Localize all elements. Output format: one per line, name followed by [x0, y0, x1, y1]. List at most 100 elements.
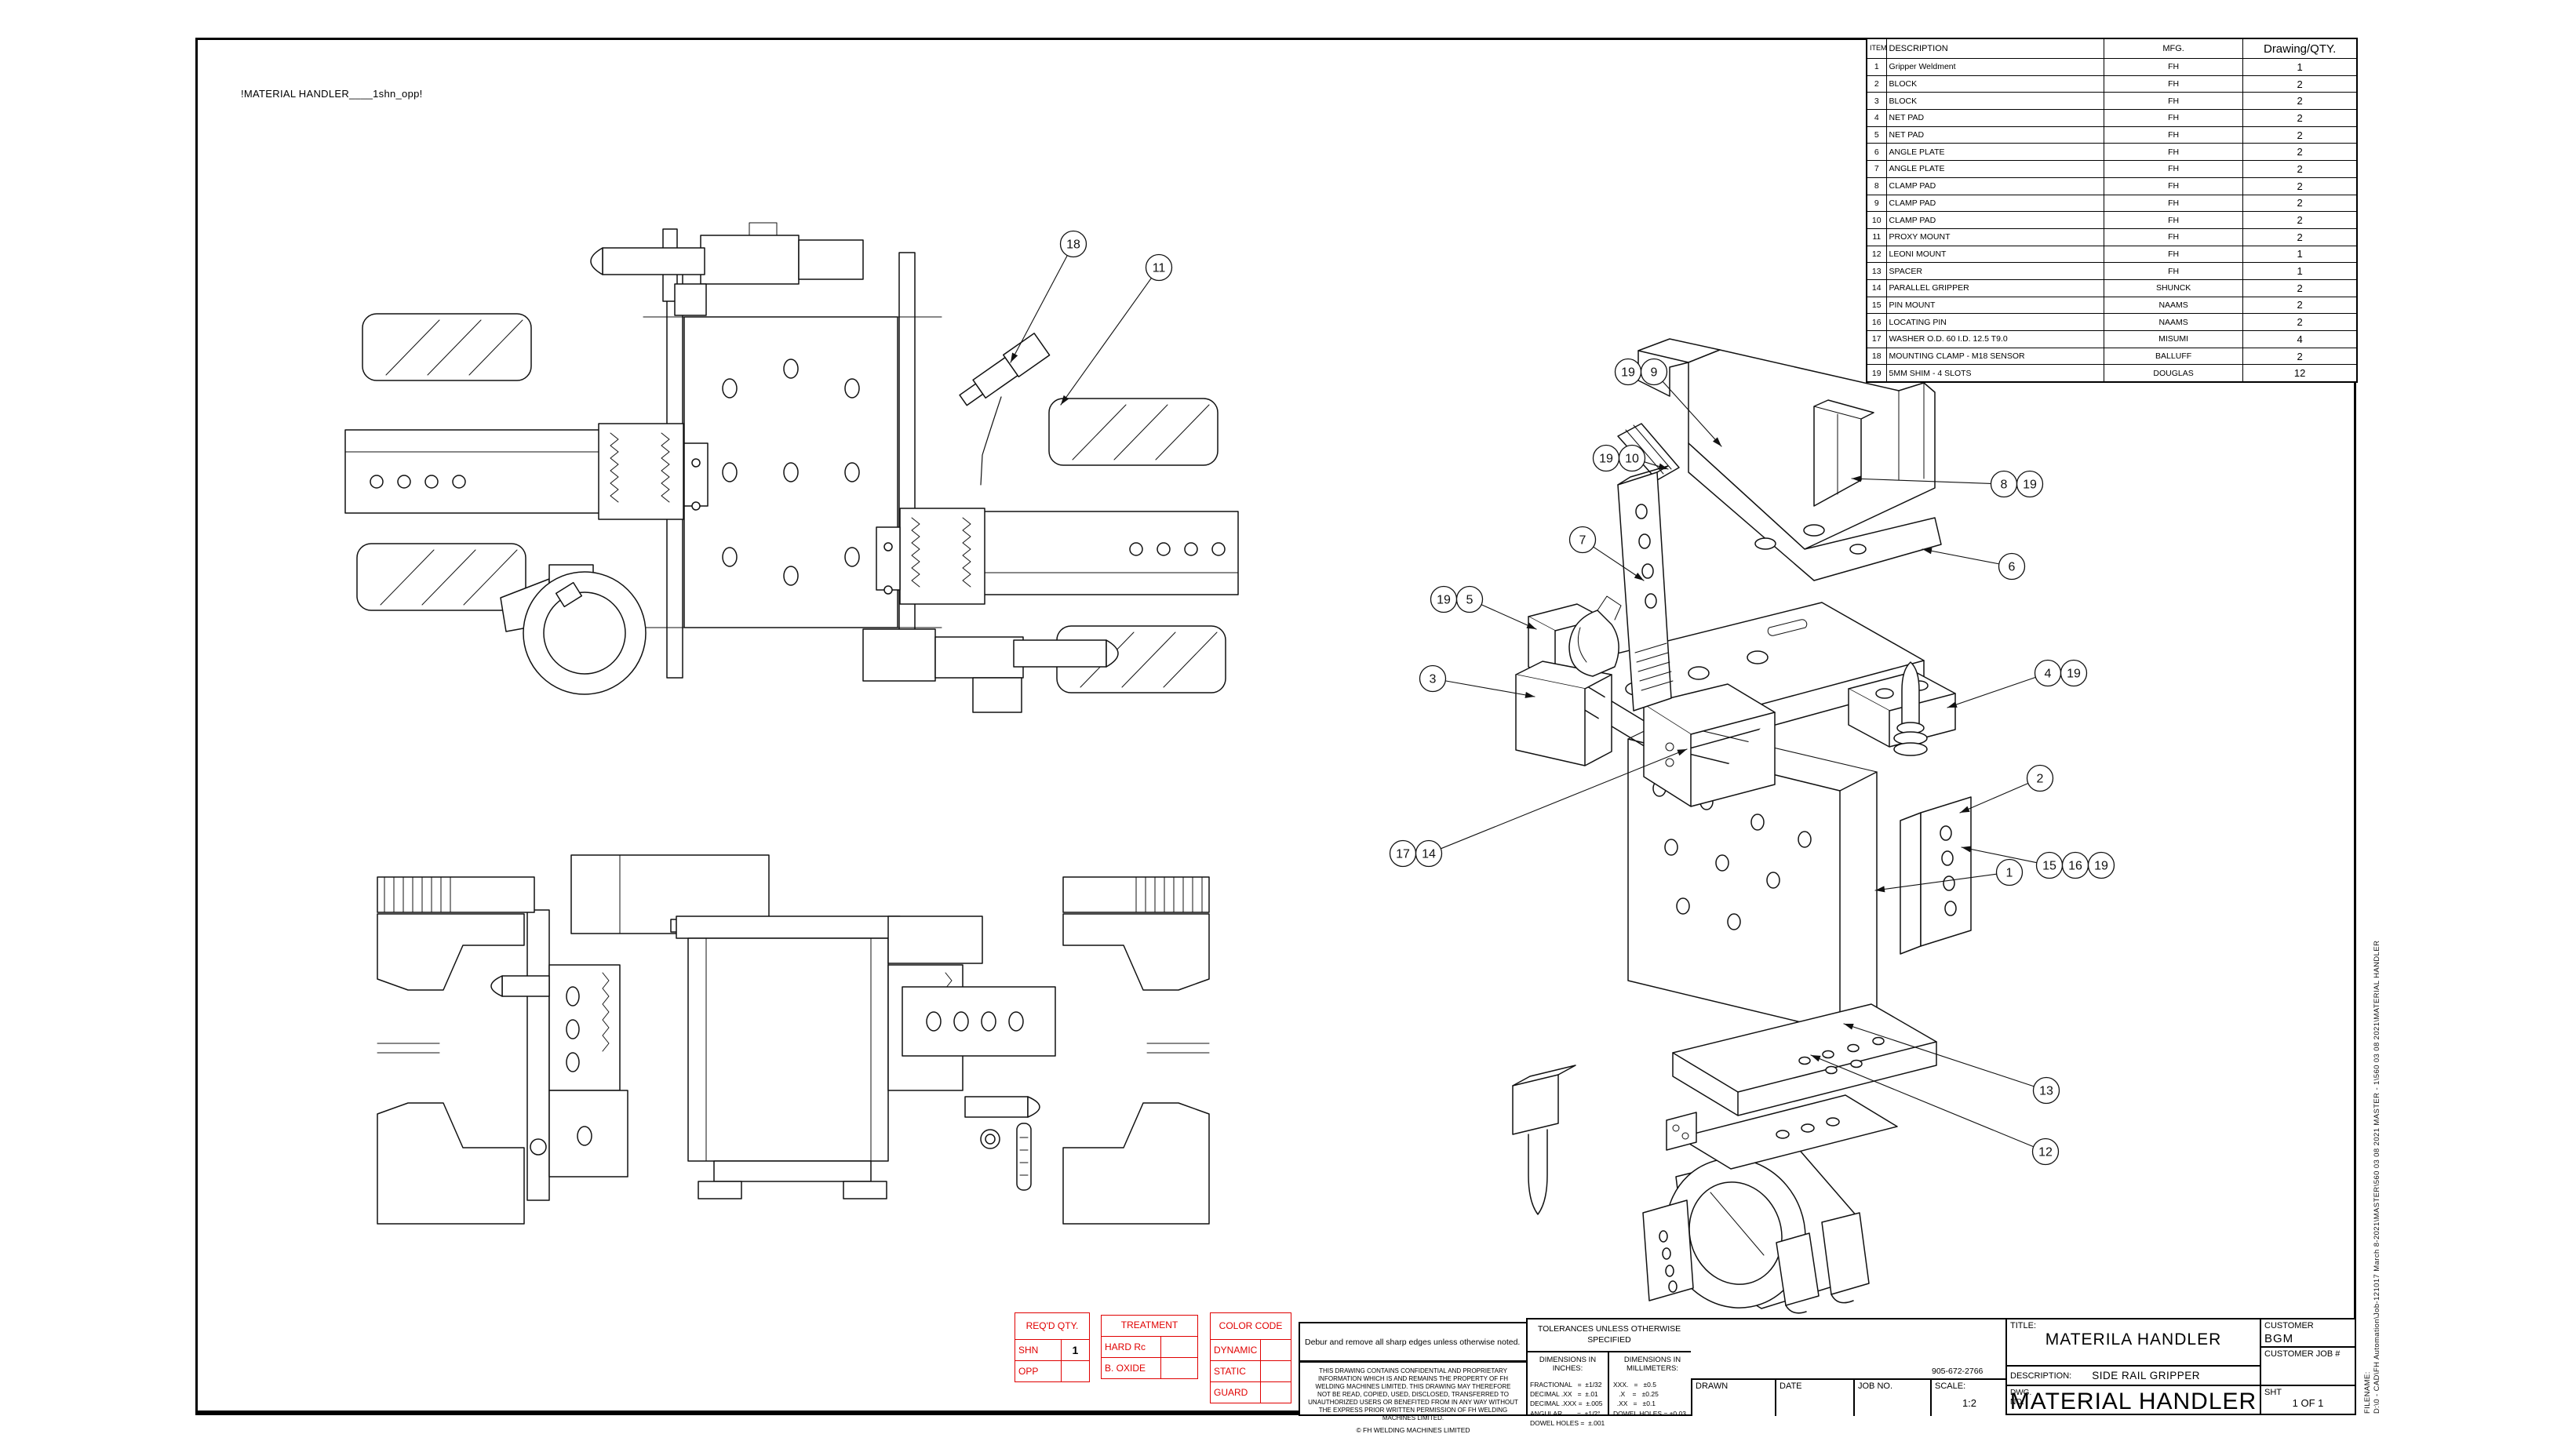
bom-cell-qty: 2: [2242, 278, 2358, 297]
balloon-callout: 3: [1419, 664, 1535, 698]
balloon-callout: 1: [1874, 858, 2024, 893]
stamp-label: OPP: [1015, 1360, 1062, 1382]
bom-cell-desc: ANGLE PLATE: [1885, 143, 2104, 162]
date-cell: DATE: [1775, 1378, 1853, 1416]
bom-cell-mfg: BALLUFF: [2103, 347, 2244, 366]
bom-cell-qty: 2: [2242, 160, 2358, 178]
bom-cell-qty: 2: [2242, 143, 2358, 162]
balloon-number: 7: [1579, 534, 1586, 548]
bom-cell-item: 7: [1866, 160, 1887, 178]
bom-header-qty: Drawing/QTY.: [2242, 38, 2358, 59]
bom-cell-qty: 2: [2242, 347, 2358, 366]
bom-cell-qty: 2: [2242, 177, 2358, 195]
bom-cell-item: 14: [1866, 278, 1887, 297]
bom-table: ITEM NO. DESCRIPTION MFG. Drawing/QTY. 1…: [1866, 38, 2358, 384]
stamp-value: [1160, 1336, 1198, 1358]
balloon-number: 10: [1625, 453, 1639, 466]
customer-label: CUSTOMER: [2264, 1321, 2314, 1330]
balloon-circle: [1455, 585, 1484, 613]
balloon-number: 9: [1651, 366, 1658, 380]
balloon-number: 11: [1153, 262, 1166, 275]
drawn-cell: DRAWN: [1691, 1378, 1775, 1416]
bom-cell-desc: BLOCK: [1885, 75, 2104, 93]
stamp-row: B. OXIDE: [1100, 1357, 1198, 1379]
bom-cell-desc: MOUNTING CLAMP - M18 SENSOR: [1885, 347, 2104, 366]
stamp-row: OPP: [1015, 1360, 1091, 1382]
balloon-number: 17: [1396, 848, 1410, 861]
color-code-header: COLOR CODE: [1210, 1312, 1291, 1340]
job-no-cell: JOB NO.: [1853, 1378, 1930, 1416]
bom-cell-desc: PARALLEL GRIPPER: [1885, 278, 2104, 297]
tolerances-inches-title: DIMENSIONS IN INCHES:: [1539, 1356, 1597, 1374]
stamp-value: [1160, 1357, 1198, 1379]
balloon-number: 19: [1599, 453, 1613, 466]
bom-cell-mfg: FH: [2103, 92, 2244, 111]
bom-cell-mfg: MISUMI: [2103, 330, 2244, 348]
bom-cell-item: 12: [1866, 245, 1887, 264]
bom-cell-item: 2: [1866, 75, 1887, 93]
bom-cell-qty: 2: [2242, 92, 2358, 111]
balloon-number: 14: [1422, 848, 1436, 861]
bom-cell-mfg: FH: [2103, 75, 2244, 93]
stamp-label: STATIC: [1209, 1360, 1262, 1382]
bom-cell-mfg: FH: [2103, 126, 2244, 144]
balloon-callout: 12: [1810, 1054, 2060, 1166]
balloon-number: 4: [2045, 668, 2052, 681]
balloon-circle: [1059, 230, 1087, 258]
bom-header-item: ITEM NO.: [1866, 38, 1887, 59]
job-no-label: JOB NO.: [1858, 1381, 1893, 1391]
bom-cell-mfg: DOUGLAS: [2103, 364, 2244, 383]
bom-cell-mfg: FH: [2103, 160, 2244, 178]
description-label: DESCRIPTION:: [2010, 1370, 2072, 1381]
dwg-no-box: DWG.NO. MATERIAL HANDLER: [2005, 1385, 2261, 1415]
bom-cell-desc: WASHER O.D. 60 I.D. 12.5 T9.0: [1885, 330, 2104, 348]
balloon-circle: [1618, 444, 1646, 472]
description-box: DESCRIPTION: SIDE RAIL GRIPPER: [2005, 1365, 2261, 1386]
balloon-number: 19: [1621, 366, 1635, 380]
proprietary-text: THIS DRAWING CONTAINS CONFIDENTIAL AND P…: [1308, 1367, 1518, 1421]
bom-cell-qty: 12: [2242, 364, 2358, 383]
proprietary-note: THIS DRAWING CONTAINS CONFIDENTIAL AND P…: [1299, 1361, 1528, 1434]
customer-box: CUSTOMER BGM: [2260, 1318, 2356, 1348]
description-value: SIDE RAIL GRIPPER: [2092, 1370, 2201, 1381]
stamp-row: HARD Rc: [1100, 1336, 1198, 1358]
bom-cell-mfg: SHUNCK: [2103, 278, 2244, 297]
balloon-circle: [1640, 358, 1668, 386]
balloon-circle: [1995, 858, 2024, 886]
bom-cell-item: 4: [1866, 109, 1887, 127]
stamp-value: [1260, 1360, 1291, 1382]
bom-cell-item: 19: [1866, 364, 1887, 383]
treatment-header: TREATMENT: [1101, 1315, 1198, 1337]
tolerances-title: TOLERANCES UNLESS OTHERWISE SPECIFIED: [1528, 1320, 1691, 1352]
front-view: [377, 854, 1210, 1225]
balloon-number: 13: [2039, 1085, 2053, 1098]
debur-note-text: Debur and remove all sharp edges unless …: [1305, 1337, 1521, 1347]
bom-cell-qty: 2: [2242, 126, 2358, 144]
sheet-box: SHT 1 OF 1: [2260, 1385, 2356, 1415]
date-label: DATE: [1780, 1381, 1802, 1391]
stamp-value: [1060, 1360, 1091, 1382]
filename-label: FILENAME:: [2363, 1371, 2372, 1414]
bom-cell-item: 11: [1866, 228, 1887, 246]
balloon-circle: [2031, 1138, 2060, 1166]
balloon-circle: [2026, 764, 2054, 792]
sheet-label: SHT: [2264, 1388, 2282, 1397]
